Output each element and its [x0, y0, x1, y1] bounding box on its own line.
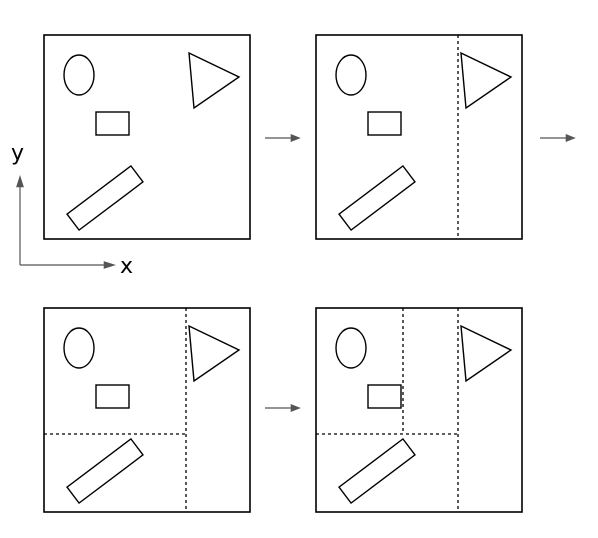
axes-indicator: y x	[11, 141, 133, 279]
y-axis-arrowhead	[16, 175, 24, 188]
panel-4	[315, 307, 523, 513]
panel-2	[315, 34, 523, 240]
y-axis-label: y	[11, 141, 24, 166]
panel-3	[43, 307, 251, 513]
transition-arrow-1	[265, 134, 301, 142]
x-axis-arrowhead	[103, 261, 116, 269]
transition-arrow-3	[265, 404, 301, 412]
transition-arrow-2	[540, 134, 576, 142]
panel-1	[43, 34, 251, 240]
x-axis-label: x	[120, 254, 133, 279]
